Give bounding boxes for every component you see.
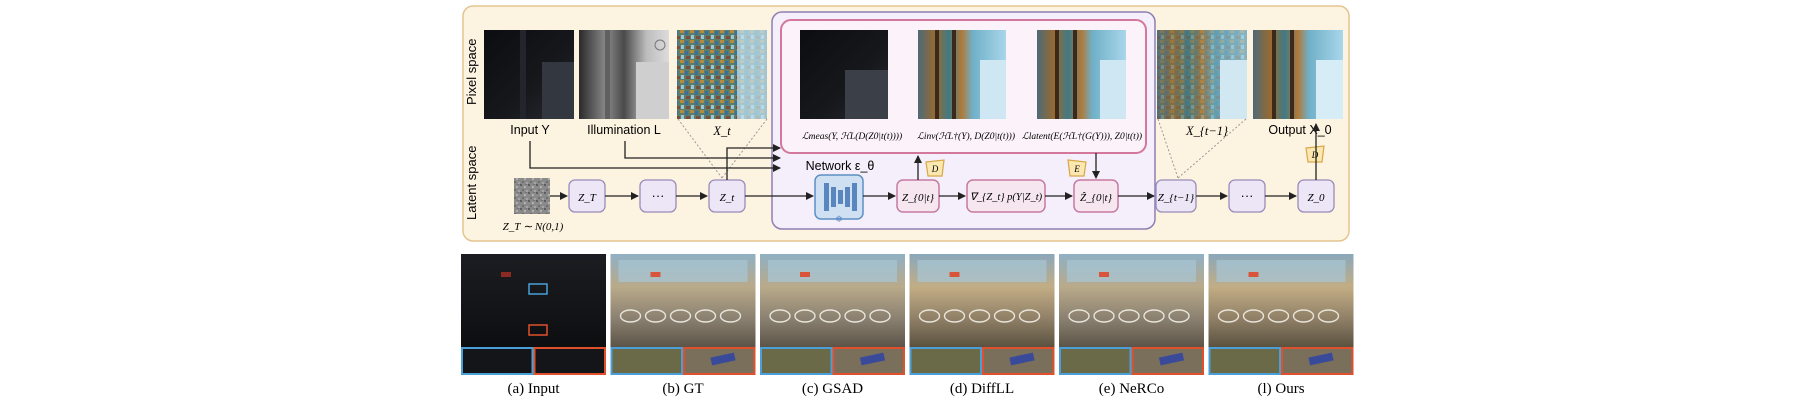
label-xt-minus-1: X_{t−1} [1185,124,1228,138]
caption-6: (l) Ours [1257,381,1304,397]
network-icon: ❄ [814,174,864,224]
svg-text:···: ··· [652,188,665,203]
noise-label: Z_T ∼ N(0,1) [503,221,564,233]
image-decoded-2 [918,30,1006,119]
caption-3: (c) GSAD [802,381,863,397]
image-decoded-3 [1037,30,1126,119]
comparison-image-3 [760,254,905,375]
node-zt-minus-1: Z_{t−1} [1155,179,1197,213]
svg-text:···: ··· [1241,188,1254,203]
loss-latent: ℒlatent(E(ℋL†(G(Y))), Z0|t(t)) [1022,131,1142,142]
comparison-image-1 [461,254,606,375]
comparison-image-6 [1208,254,1354,375]
loss-inv: ℒinv(ℋL†(Y), D(Z0|t(t))) [917,131,1015,142]
image-input-y [484,30,574,119]
decoder-badge-2: D [1305,145,1325,163]
svg-text:D: D [1311,150,1319,160]
label-output: Output X_0 [1268,123,1331,137]
svg-text:Z_{t−1}: Z_{t−1} [1158,192,1195,204]
comparison-image-5 [1059,254,1204,375]
label-illumination: Illumination L [587,123,661,137]
latent-space-label: Latent space [464,146,479,220]
noise-image [514,178,550,214]
node-dots-1: ··· [639,179,677,213]
decoder-badge-1: D [925,159,945,177]
svg-text:Z_0: Z_0 [1307,192,1325,204]
label-input-y: Input Y [510,123,550,137]
node-gradient: ∇_{Z_t} p(Y|Z_t) [966,179,1046,213]
svg-text:Z_T: Z_T [578,192,597,204]
network-label: Network ε_θ [806,159,875,173]
caption-4: (d) DiffLL [950,381,1014,397]
node-z0: Z_0 [1297,179,1335,213]
image-xt-minus-1 [1157,30,1247,119]
label-xt: X_t [712,124,731,138]
svg-text:Z_{0|t}: Z_{0|t} [902,192,935,204]
svg-text:❄: ❄ [835,214,843,224]
node-zT: Z_T [568,179,606,213]
node-dots-2: ··· [1228,179,1266,213]
node-zt: Z_t [708,179,746,213]
loss-meas: ℒmeas(Y, ℋL(D(Z0|t(t)))) [802,131,902,142]
svg-text:Z_t: Z_t [720,192,736,204]
svg-text:∇_{Z_t} p(Y|Z_t): ∇_{Z_t} p(Y|Z_t) [970,192,1043,203]
image-illumination-l [579,30,669,119]
comparison-image-4 [909,254,1055,375]
svg-text:E: E [1073,164,1080,174]
svg-text:Ẑ_{0|t}: Ẑ_{0|t} [1080,192,1113,204]
caption-1: (a) Input [507,381,560,397]
caption-2: (b) GT [662,381,703,397]
pixel-input-arrows [529,141,781,172]
encoder-badge: E [1067,159,1087,177]
image-xt [677,30,767,119]
comparison-row: (a) Input (b) GT (c) GSAD (d) DiffLL (e) NeR… [461,254,1354,397]
node-z0t: Z_{0|t} [896,179,940,213]
comparison-image-2 [610,254,756,375]
pixel-space-label: Pixel space [464,39,479,105]
svg-text:D: D [931,164,939,174]
image-decoded-1 [800,30,888,119]
image-output-x0 [1253,30,1343,119]
node-zhat: Ẑ_{0|t} [1073,179,1119,213]
caption-5: (e) NeRCo [1099,381,1164,397]
latent-flow-arrows [550,123,1320,200]
